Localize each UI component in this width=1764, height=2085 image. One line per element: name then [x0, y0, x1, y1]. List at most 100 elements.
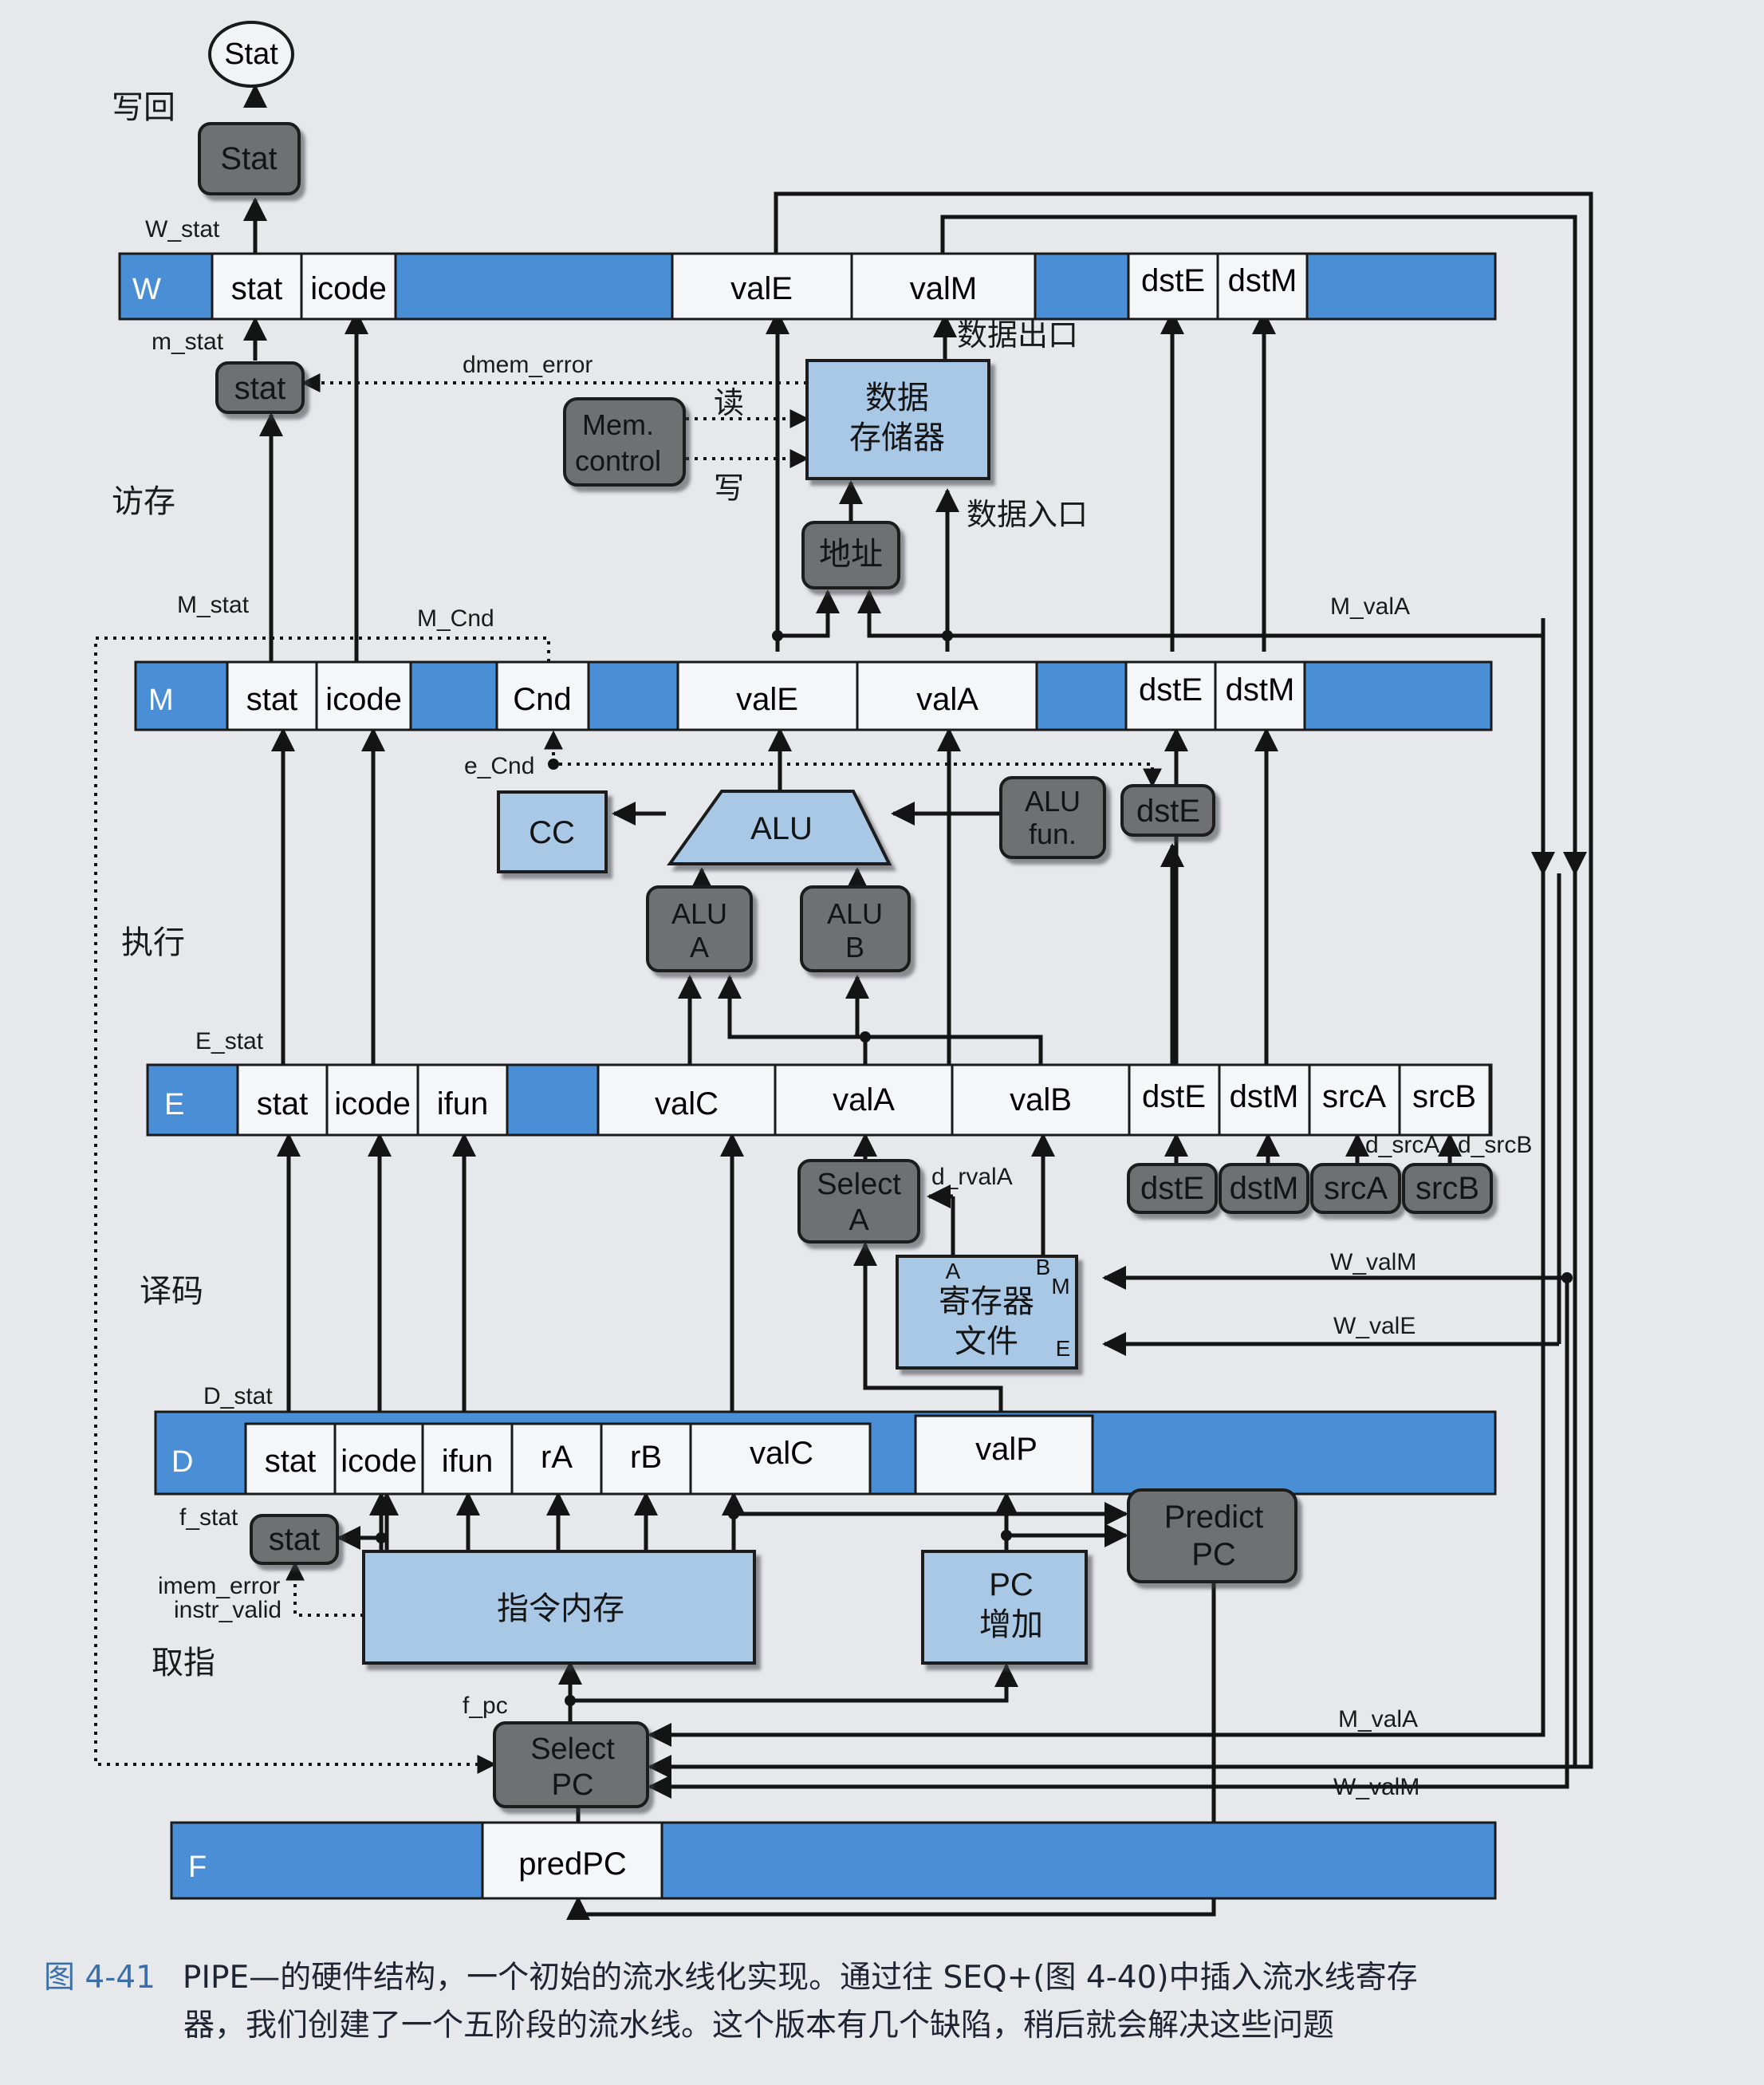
stage-fetch: 取指 [152, 1645, 215, 1681]
d-dstm-label: dstM [1230, 1171, 1299, 1206]
d-dste-block [1127, 1163, 1218, 1214]
alu-a-label-1: ALU [671, 897, 727, 930]
select-pc-block [493, 1721, 649, 1808]
reg-W-valE: valE [730, 271, 793, 306]
address-label: 地址 [819, 536, 883, 573]
register-file-block [896, 1255, 1078, 1370]
register-file-label-2: 文件 [955, 1323, 1018, 1360]
signal-W-valE: W_valE [1333, 1313, 1416, 1339]
address-block [801, 521, 900, 589]
reg-D-valP: valP [975, 1432, 1038, 1467]
d-srca-label: srcA [1324, 1171, 1388, 1206]
alu-a-block [646, 885, 753, 972]
caption-text-1: PIPE—的硬件结构，一个初始的流水线化实现。通过往 SEQ+(图 4-40)中… [182, 1960, 1418, 1996]
mem-control-label-1: Mem. [582, 408, 654, 441]
stat-output-ellipse [208, 21, 294, 88]
signal-f-stat: f_stat [179, 1504, 238, 1531]
pc-increment-block [921, 1550, 1088, 1665]
alu-fun-label-2: fun. [1029, 818, 1077, 850]
reg-E-valA: valA [833, 1082, 895, 1117]
reg-E-srcA: srcA [1322, 1079, 1386, 1114]
data-memory-label-1: 数据 [865, 380, 929, 416]
reg-M-icode: icode [325, 682, 402, 717]
reg-D-rA: rA [541, 1440, 573, 1475]
pc-increment-label-1: PC [989, 1567, 1034, 1602]
register-W: W stat icode valE valM dstE dstM [118, 252, 1497, 321]
alu-block [667, 790, 892, 865]
m-stat-block [215, 361, 305, 414]
reg-E-valB: valB [1010, 1082, 1072, 1117]
reg-D-rB: rB [630, 1440, 662, 1475]
predict-pc-label-2: PC [1191, 1537, 1236, 1572]
reg-D-ifun: ifun [442, 1444, 494, 1479]
signal-d-srcA: d_srcA [1365, 1132, 1439, 1158]
figure-caption-line-2: 器，我们创建了一个五阶段的流水线。这个版本有几个缺陷，稍后就会解决这些问题 [183, 2008, 1335, 2044]
d-dstm-block [1219, 1163, 1309, 1214]
regfile-port-a: A [946, 1259, 961, 1283]
e-dste-label: dstE [1136, 794, 1200, 829]
stat-output-label: Stat [224, 37, 278, 71]
d-srcb-block [1402, 1163, 1493, 1214]
reg-F-tag: F [188, 1850, 207, 1884]
select-a-block [797, 1159, 920, 1244]
select-a-label-1: Select [817, 1168, 901, 1201]
signal-m-stat: m_stat [152, 329, 224, 355]
reg-E-ifun: ifun [437, 1086, 489, 1121]
reg-D-icode: icode [341, 1444, 417, 1479]
signal-W-valM-bottom: W_valM [1333, 1774, 1419, 1800]
signal-w-stat: W_stat [145, 216, 220, 242]
reg-W-icode: icode [310, 271, 387, 306]
reg-M-stat: stat [246, 682, 297, 717]
data-memory-block [805, 359, 990, 480]
signal-M-valA-bottom: M_valA [1338, 1706, 1418, 1732]
reg-D-stat: stat [265, 1444, 316, 1479]
reg-W-dstE: dstE [1141, 263, 1205, 298]
register-E: E stat icode ifun valC valA valB dstE ds… [146, 1063, 1493, 1137]
data-memory-label-2: 存储器 [849, 420, 945, 456]
regfile-port-m: M [1051, 1274, 1069, 1299]
alu-b-block [800, 885, 911, 972]
alu-b-label-1: ALU [827, 897, 883, 930]
signal-e-cnd: e_Cnd [464, 753, 534, 779]
signal-M-stat: M_stat [177, 592, 250, 618]
f-stat-label: stat [269, 1522, 320, 1557]
signal-write: 写 [714, 471, 744, 506]
d-dste-label: dstE [1140, 1171, 1204, 1206]
register-F: F predPC [170, 1821, 1497, 1900]
m-stat-block-label: stat [234, 371, 285, 406]
reg-E-icode: icode [334, 1086, 411, 1121]
predict-pc-block [1127, 1488, 1297, 1583]
figure-number: 图 4-41 [44, 1960, 156, 1996]
mem-control-block [563, 397, 686, 487]
reg-M-dstE: dstE [1139, 672, 1203, 707]
stage-decode: 译码 [140, 1273, 203, 1310]
reg-W-dstM: dstM [1228, 263, 1297, 298]
stage-memory: 访存 [112, 483, 175, 520]
d-srcb-label: srcB [1416, 1171, 1479, 1206]
register-file-label-1: 寄存器 [939, 1283, 1034, 1320]
stage-execute: 执行 [121, 924, 185, 961]
reg-W-valM: valM [910, 271, 977, 306]
signal-d-srcB: d_srcB [1458, 1132, 1532, 1158]
select-pc-label-2: PC [552, 1768, 594, 1802]
pipe-diagram: W stat icode valE valM dstE dstM M stat … [94, 21, 1593, 1920]
instruction-memory-label: 指令内存 [497, 1590, 624, 1627]
figure-caption-line-1: 图 4-41 PIPE—的硬件结构，一个初始的流水线化实现。通过往 SEQ+(图 … [44, 1956, 1734, 2000]
reg-D-tag: D [171, 1445, 193, 1479]
register-D: D stat icode ifun rA rB valC valP [154, 1410, 1497, 1496]
reg-M-dstM: dstM [1226, 672, 1295, 707]
d-srca-block [1310, 1163, 1401, 1214]
reg-M-tag: M [148, 684, 174, 717]
reg-M-valE: valE [736, 682, 798, 717]
signal-read: 读 [714, 385, 744, 420]
signal-data-in: 数据入口 [967, 497, 1088, 532]
reg-E-dstE: dstE [1142, 1079, 1206, 1114]
e-dste-block [1120, 784, 1215, 837]
alu-label: ALU [750, 811, 813, 846]
reg-E-valC: valC [655, 1086, 719, 1121]
signal-data-out: 数据出口 [957, 317, 1078, 353]
mem-control-label-2: control [575, 444, 661, 477]
reg-M-valA: valA [916, 682, 978, 717]
predict-pc-label-1: Predict [1164, 1500, 1264, 1535]
stat-block [198, 122, 301, 195]
